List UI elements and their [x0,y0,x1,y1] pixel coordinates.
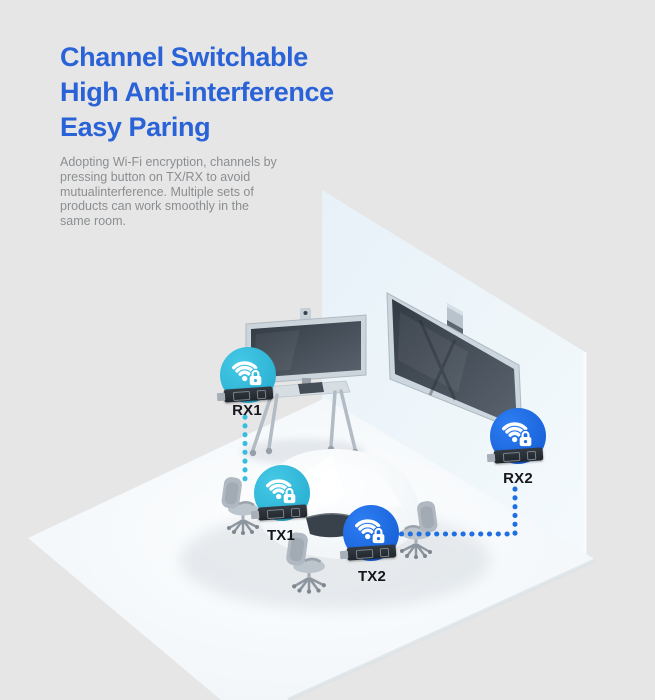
wifi-lock-icon [266,479,297,505]
page-title: Channel Switchable High Anti-interferenc… [60,40,420,145]
camera-icon [447,303,463,334]
device-label-rx2: RX2 [503,470,533,487]
device-label-rx1: RX1 [232,402,262,419]
title-line-1: Channel Switchable [60,42,308,72]
wifi-lock-icon [232,361,263,387]
connection-rx2-tx2 [398,486,518,537]
hero-text-block: Channel Switchable High Anti-interferenc… [60,40,420,229]
device-label-tx2: TX2 [357,568,387,585]
wall-display-screen [392,299,517,426]
device-badge-rx1 [216,347,276,403]
cart-legs [251,389,357,452]
cart-display [245,308,367,457]
cart-display-screen [251,321,361,378]
device-badge-tx1 [250,465,310,521]
page-description: Adopting Wi-Fi encryption, channels by p… [60,155,277,229]
device-badge-rx2 [486,408,546,464]
wifi-lock-icon [502,422,533,448]
wifi-lock-icon [355,519,386,545]
title-line-3: Easy Paring [60,112,211,142]
device-label-tx1: TX1 [266,527,296,544]
device-badge-tx2 [339,505,399,561]
title-line-2: High Anti-interference [60,77,334,107]
